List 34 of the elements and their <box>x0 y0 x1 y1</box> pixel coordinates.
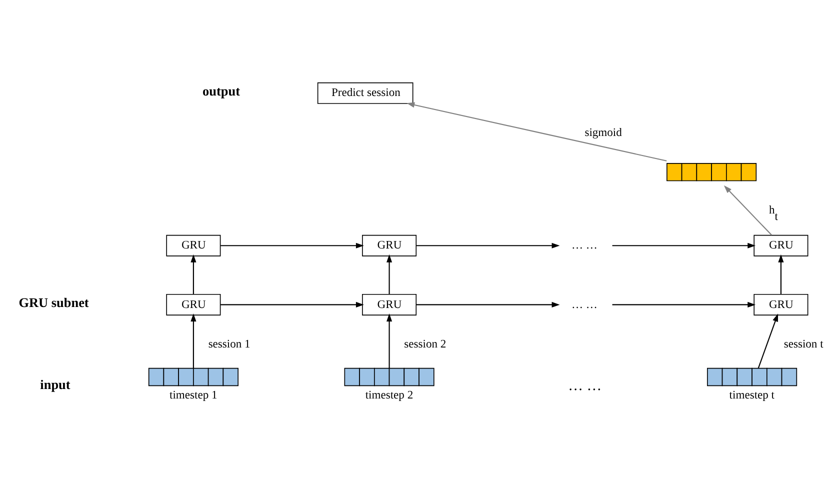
edge-label: sigmoid <box>584 126 622 139</box>
node-label: timestep t <box>729 388 775 402</box>
node-box: GRU <box>754 294 808 316</box>
node-box: Predict session <box>317 82 414 104</box>
label: … … <box>568 378 602 394</box>
arrow <box>724 185 772 236</box>
node-box: GRU <box>166 234 221 256</box>
node-label: timestep 1 <box>169 388 218 402</box>
arrow <box>190 254 196 294</box>
edge-label: session 1 <box>208 337 250 350</box>
node-box: GRU <box>362 234 417 256</box>
arrow <box>758 314 778 368</box>
arrow <box>778 254 784 294</box>
node-label: timestep 2 <box>365 388 414 402</box>
arrow <box>406 102 667 162</box>
arrow <box>416 302 560 308</box>
arrow <box>220 302 364 308</box>
node-text: … … <box>571 238 598 252</box>
arrow <box>220 242 364 248</box>
arrow <box>612 242 756 248</box>
arrow <box>386 314 392 368</box>
label: GRU subnet <box>18 295 89 310</box>
label: input <box>40 376 70 392</box>
node-text: … … <box>571 298 598 311</box>
node-box: GRU <box>166 294 221 316</box>
node-box: GRU <box>362 294 417 316</box>
edge-label: session 2 <box>404 337 446 350</box>
arrow <box>190 314 196 368</box>
arrow <box>612 302 756 308</box>
node-box: GRU <box>754 234 808 256</box>
edge-label: session t <box>784 337 824 350</box>
arrow <box>386 254 392 294</box>
arrow <box>416 242 560 248</box>
label: output <box>202 83 240 98</box>
